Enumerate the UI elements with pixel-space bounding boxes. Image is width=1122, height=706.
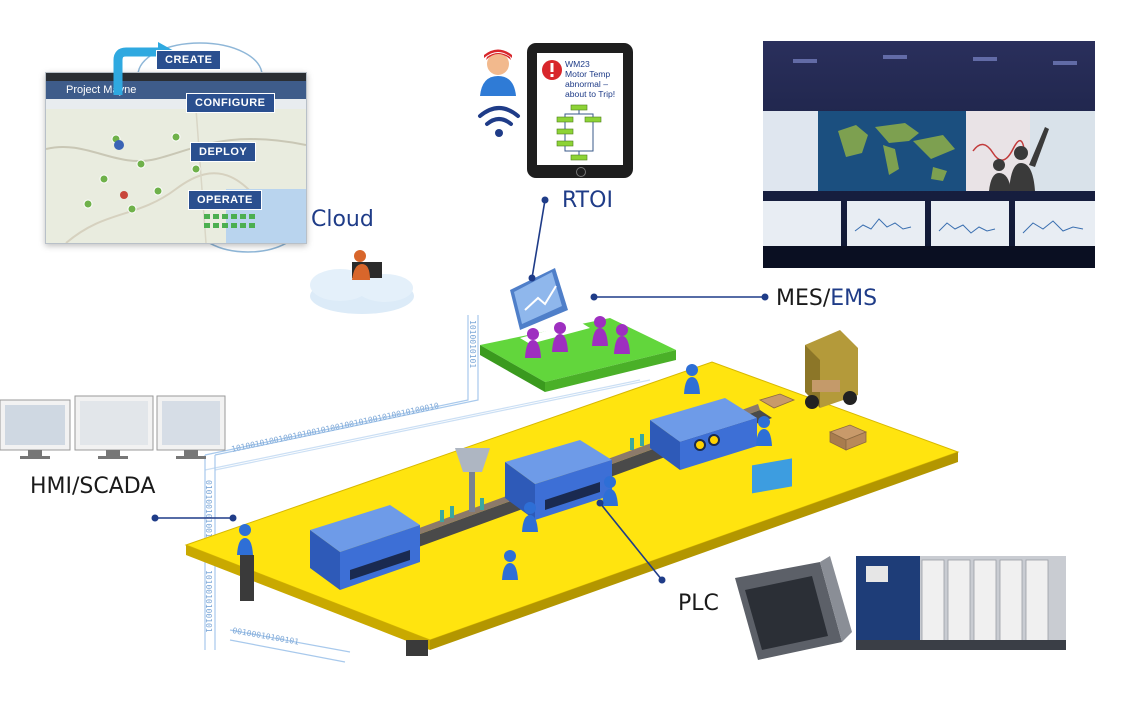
mes-ems-label: MES/EMS (776, 286, 877, 311)
map-area (46, 109, 306, 243)
hmi-scada-label: HMI/SCADA (30, 474, 156, 499)
forklift (805, 330, 858, 409)
stage-configure: CONFIGURE (186, 93, 275, 113)
boxes (758, 393, 868, 451)
svg-text:1010010101: 1010010101 (468, 320, 477, 368)
svg-text:00100010100101: 00100010100101 (232, 626, 300, 647)
alert-line-4: about to Trip! (565, 89, 616, 99)
machine-3 (650, 398, 757, 470)
rtoi-label: RTOI (562, 188, 613, 213)
cloud-label: Cloud (311, 207, 374, 232)
control-room-photo (763, 41, 1095, 268)
map-window-topbar (46, 73, 306, 81)
office-people (525, 316, 630, 358)
map-window-toolbar (46, 99, 306, 109)
plc-hardware (735, 458, 1066, 660)
alert-line-2: Motor Temp (565, 69, 611, 79)
hopper (455, 448, 490, 512)
connector-dots (151, 196, 769, 584)
svg-text:1010010100101: 1010010100101 (204, 570, 213, 633)
hmi-monitors (0, 395, 226, 459)
cloud-app-group: Project Mayne CREATE CONFIGURE DEPLOY OP… (0, 0, 330, 260)
tablet-flowchart (556, 104, 602, 161)
mobile-user-icon (480, 49, 516, 96)
stage-operate: OPERATE (188, 190, 262, 210)
tablet-alert-text: WM23 Motor Temp abnormal – about to Trip… (565, 59, 623, 99)
connector-lines (155, 199, 765, 581)
control-room-illustration (763, 41, 1095, 268)
cloud-user-icon (310, 250, 414, 314)
tablet-screen: WM23 Motor Temp abnormal – about to Trip… (537, 53, 623, 165)
tablet-home-button (576, 167, 586, 177)
machine-1 (310, 505, 420, 590)
plc-label: PLC (678, 591, 719, 616)
stage-deploy: DEPLOY (190, 142, 257, 162)
svg-text:0101001010010: 0101001010010 (204, 480, 213, 543)
mes-office (480, 268, 676, 392)
rtoi-tablet: WM23 Motor Temp abnormal – about to Trip… (527, 43, 633, 178)
binary-data-stream (204, 315, 651, 663)
warning-icon (542, 60, 562, 80)
mes-label-text: MES/ (776, 286, 831, 311)
alert-line-1: WM23 (565, 59, 590, 69)
workers (237, 364, 772, 580)
map-window: Project Mayne (45, 72, 307, 244)
operate-grid (204, 214, 255, 228)
wifi-icon (478, 106, 520, 137)
stage-create: CREATE (156, 50, 222, 70)
ems-label-text: EMS (830, 286, 878, 311)
alert-line-3: abnormal – (565, 79, 608, 89)
